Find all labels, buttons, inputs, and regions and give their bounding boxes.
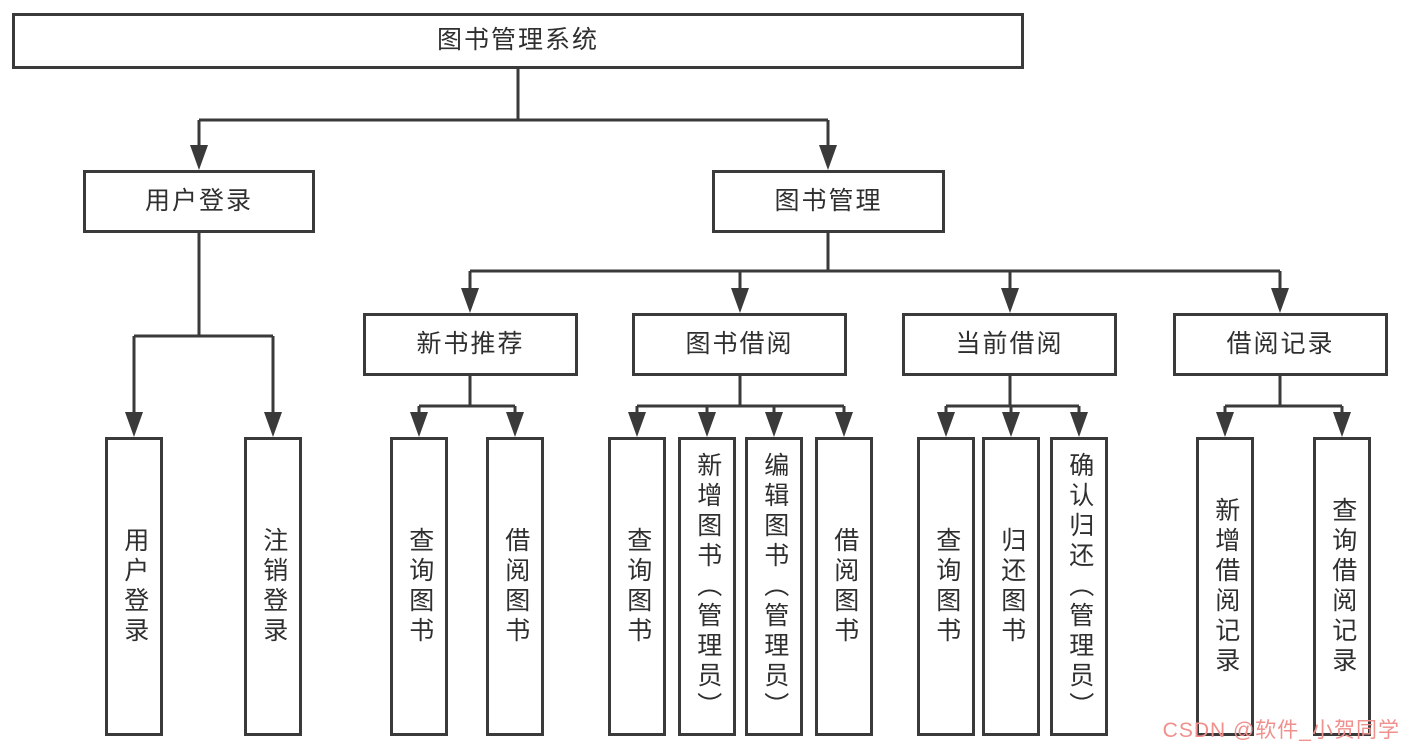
connectors-book-management (461, 233, 1289, 313)
arrowhead-down-icon (1070, 412, 1088, 437)
node-borrowing-records: 借阅记录 (1173, 313, 1388, 376)
node-root: 图书管理系统 (12, 13, 1024, 69)
connectors-new-book-recommendation (410, 376, 524, 437)
arrowhead-down-icon (628, 412, 646, 437)
arrowhead-down-icon (765, 412, 783, 437)
leaf-logout: 注销登录 (244, 437, 302, 736)
node-book-management: 图书管理 (712, 170, 945, 233)
node-new-book-recommendation: 新书推荐 (363, 313, 578, 376)
leaf-borrow-borrow-books: 借阅图书 (815, 437, 873, 736)
arrowhead-down-icon (1001, 288, 1019, 313)
arrowhead-down-icon (1002, 412, 1020, 437)
arrowhead-down-icon (264, 412, 282, 437)
arrowhead-down-icon (410, 412, 428, 437)
node-current-borrowing: 当前借阅 (902, 313, 1117, 376)
arrowhead-down-icon (698, 412, 716, 437)
leaf-recommend-borrow-books: 借阅图书 (486, 437, 544, 736)
csdn-watermark: CSDN @软件_小贺同学 (1162, 719, 1400, 742)
arrowhead-down-icon (1271, 288, 1289, 313)
arrowhead-down-icon (190, 145, 208, 170)
leaf-borrow-query-books: 查询图书 (608, 437, 666, 736)
connectors-root (190, 69, 837, 170)
leaf-recommend-query-books: 查询图书 (390, 437, 448, 736)
leaf-borrow-edit-books-admin: 编辑图书（管理员） (745, 437, 803, 736)
leaf-current-confirm-return-admin: 确认归还（管理员） (1050, 437, 1108, 736)
leaf-user-login: 用户登录 (105, 437, 163, 736)
arrowhead-down-icon (835, 412, 853, 437)
connectors-book-borrowing (628, 376, 853, 437)
arrowhead-down-icon (731, 288, 749, 313)
arrowhead-down-icon (1216, 412, 1234, 437)
arrowhead-down-icon (125, 412, 143, 437)
arrowhead-down-icon (1333, 412, 1351, 437)
connectors-user-login (125, 233, 282, 437)
leaf-current-return-books: 归还图书 (982, 437, 1040, 736)
connectors-borrowing-records (1216, 376, 1351, 437)
arrowhead-down-icon (506, 412, 524, 437)
arrowhead-down-icon (937, 412, 955, 437)
leaf-borrow-add-books-admin: 新增图书（管理员） (678, 437, 736, 736)
node-user-login: 用户登录 (83, 170, 315, 233)
leaf-records-query-borrow-record: 查询借阅记录 (1313, 437, 1371, 736)
arrowhead-down-icon (461, 288, 479, 313)
arrowhead-down-icon (819, 145, 837, 170)
node-book-borrowing: 图书借阅 (632, 313, 847, 376)
connectors-current-borrowing (937, 376, 1088, 437)
leaf-current-query-books: 查询图书 (917, 437, 975, 736)
leaf-records-add-borrow-record: 新增借阅记录 (1196, 437, 1254, 736)
